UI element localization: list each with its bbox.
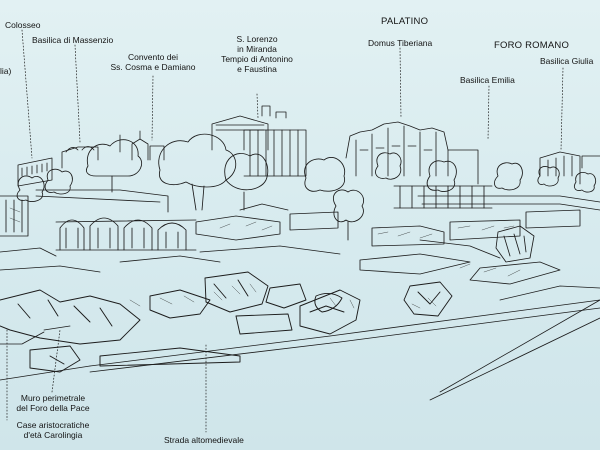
label-lorenzo-line-1: S. Lorenzo (236, 34, 278, 44)
label-palatino: PALATINO (381, 16, 429, 27)
label-case-line-2: d'età Carolingia (23, 430, 83, 440)
label-convento: Convento dei Ss. Cosma e Damiano (100, 52, 206, 72)
label-strada-altomedievale: Strada altomedievale (164, 435, 244, 445)
label-case-line-1: Case aristocratiche (16, 420, 90, 430)
skyline (17, 105, 600, 187)
label-colosseo: Colosseo (5, 20, 41, 30)
label-basilica-emilia: Basilica Emilia (460, 75, 515, 85)
label-lorenzo-tempio: S. Lorenzo in Miranda Tempio di Antonino… (212, 34, 302, 74)
label-convento-line-1: Convento dei (127, 52, 179, 62)
label-muro-line-1: Muro perimetrale (20, 393, 86, 403)
corner-frame (0, 325, 71, 345)
label-basilica-massenzio: Basilica di Massenzio (32, 35, 114, 45)
forum-structures (0, 185, 600, 285)
stone-hatching (9, 207, 521, 309)
trees (16, 133, 597, 241)
label-edge-left: lia) (0, 66, 12, 76)
label-lorenzo-line-4: e Faustina (237, 64, 277, 74)
label-muro-line-2: del Foro della Pace (16, 403, 90, 413)
foreground-ruins (0, 271, 453, 373)
label-lorenzo-line-2: in Miranda (237, 44, 277, 54)
label-foro-romano: FORO ROMANO (494, 40, 570, 51)
label-case-aristocratiche: Case aristocratiche d'età Carolingia (4, 420, 102, 440)
street-perspective (0, 285, 600, 401)
label-muro-perimetrale: Muro perimetrale del Foro della Pace (6, 393, 100, 413)
label-convento-line-2: Ss. Cosma e Damiano (110, 62, 196, 72)
label-lorenzo-line-3: Tempio di Antonino (221, 54, 293, 64)
label-basilica-giulia: Basilica Giulia (540, 56, 594, 66)
label-domus-tiberiana: Domus Tiberiana (368, 38, 433, 48)
